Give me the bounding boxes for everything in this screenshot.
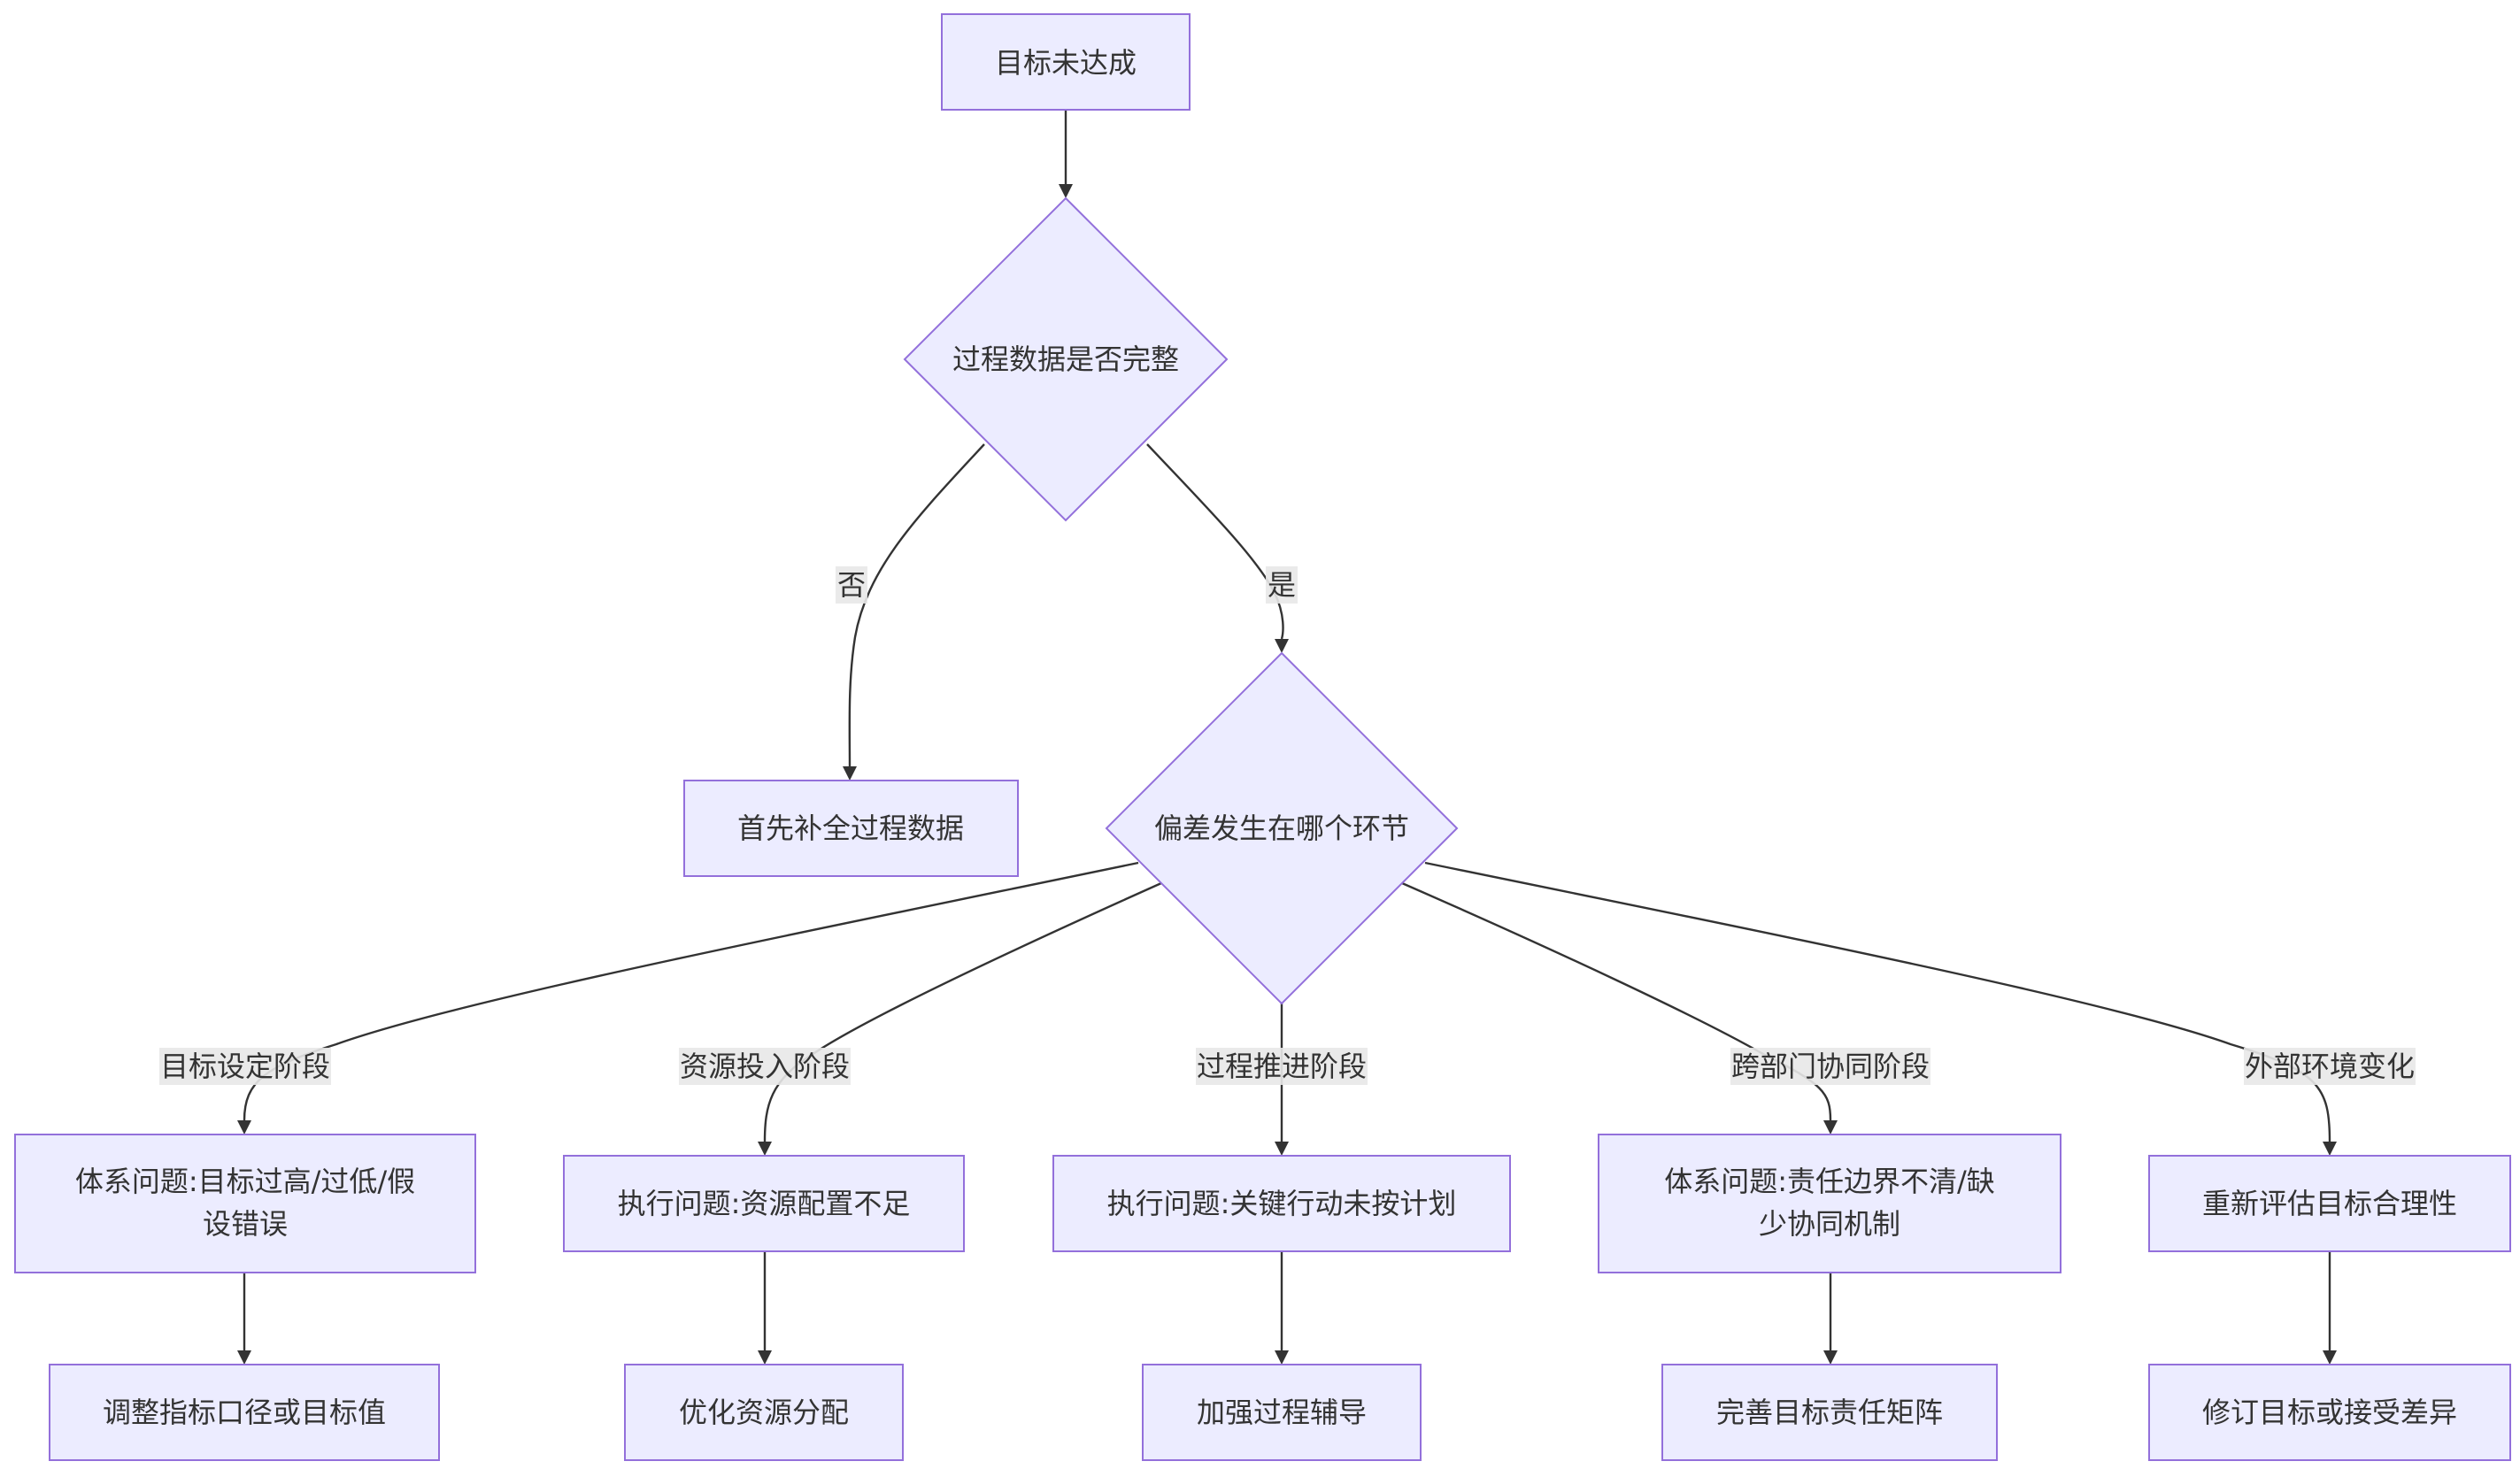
node-label: 首先补全过程数据 [737,811,964,845]
node-label: 执行问题:关键行动未按计划 [1107,1187,1457,1220]
node-system-collab-issue[interactable]: 体系问题:责任边界不清/缺 少协同机制 [1598,1134,2061,1273]
edge-label-bg [1266,566,1298,604]
node-label: 修订目标或接受差异 [2202,1396,2457,1429]
node-label: 优化资源分配 [679,1396,849,1429]
node-optimize-resource[interactable]: 优化资源分配 [624,1364,904,1461]
edge-label-collab: 跨部门协同阶段 [1731,1050,1930,1083]
arrowhead [758,1142,772,1156]
node-exec-action-issue[interactable]: 执行问题:关键行动未按计划 [1052,1155,1511,1252]
arrowhead [2323,1350,2337,1365]
node-start[interactable]: 目标未达成 [941,13,1191,111]
node-label: 完善目标责任矩阵 [1716,1396,1943,1429]
arrowhead [1823,1350,1838,1365]
edge-label-yes: 是 [1268,568,1296,602]
arrowhead [237,1120,251,1134]
arrowhead [1275,1350,1289,1365]
node-revise-target[interactable]: 修订目标或接受差异 [2148,1364,2511,1461]
node-label-line2: 设错误 [203,1207,288,1241]
arrowhead [1823,1120,1838,1134]
edge-label-bg [1730,1048,1930,1085]
nodes: 目标未达成 过程数据是否完整 首先补全过程数据 偏差发生在哪个环节 体系问题:目… [14,13,2511,1461]
node-reassess-target[interactable]: 重新评估目标合理性 [2148,1155,2511,1252]
node-label: 调整指标口径或目标值 [103,1396,386,1429]
edge-label-external: 外部环境变化 [2245,1050,2415,1083]
arrowhead [1059,184,1073,198]
edge-stage-external [1424,861,2331,1142]
arrowhead [758,1350,772,1365]
arrowhead [1275,1142,1289,1156]
edge-label-bg [679,1048,851,1085]
edge-label-process: 过程推进阶段 [1197,1050,1367,1083]
edge-stage-resource-input [763,881,1162,1142]
edge-data-incomplete [848,443,985,767]
node-label-line2: 少协同机制 [1759,1207,1900,1241]
node-label: 执行问题:资源配置不足 [618,1187,911,1220]
node-label: 加强过程辅导 [1197,1396,1367,1429]
edge-label-bg [159,1048,331,1085]
edge-label-bg [2244,1048,2416,1085]
node-exec-resource-issue[interactable]: 执行问题:资源配置不足 [563,1155,965,1252]
node-label: 过程数据是否完整 [952,342,1179,376]
edge-label-resource-input: 资源投入阶段 [680,1050,850,1083]
edge-label-no: 否 [837,568,866,602]
edge-data-complete [1146,443,1284,640]
arrowhead [237,1350,251,1365]
edge-labels: 否 是 目标设定阶段 资源投入阶段 过程推进阶段 跨部门协同阶段 外部环境变化 [159,566,2416,1085]
arrowhead [843,766,857,781]
edge-stage-collab [1401,881,1832,1121]
arrowhead [2323,1142,2337,1156]
edge-label-bg [836,566,867,604]
node-system-target-issue[interactable]: 体系问题:目标过高/过低/假 设错误 [14,1134,476,1273]
edge-label-target-setting: 目标设定阶段 [160,1050,330,1083]
node-label: 目标未达成 [995,46,1137,80]
node-label-line1: 体系问题:目标过高/过低/假 [75,1165,415,1198]
node-adjust-metric[interactable]: 调整指标口径或目标值 [49,1364,440,1461]
node-label: 偏差发生在哪个环节 [1154,811,1409,845]
node-improve-matrix[interactable]: 完善目标责任矩阵 [1661,1364,1998,1461]
node-label: 重新评估目标合理性 [2202,1187,2457,1220]
edge-label-bg [1196,1048,1368,1085]
node-fill-process-data[interactable]: 首先补全过程数据 [683,780,1019,877]
arrowhead [1275,639,1289,653]
node-decision-deviation-stage[interactable]: 偏差发生在哪个环节 [1105,651,1459,1005]
node-decision-data-complete[interactable]: 过程数据是否完整 [903,196,1229,522]
node-label-line1: 体系问题:责任边界不清/缺 [1664,1165,1995,1198]
node-strengthen-guidance[interactable]: 加强过程辅导 [1142,1364,1422,1461]
